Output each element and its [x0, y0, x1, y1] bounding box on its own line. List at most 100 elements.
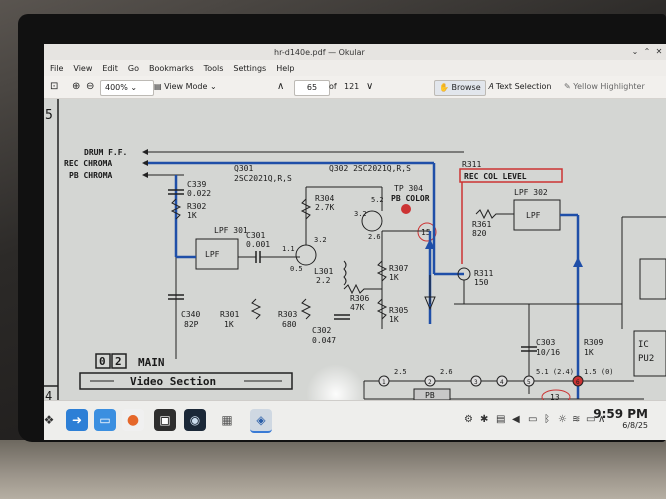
pin-6: 6 [576, 379, 580, 386]
close-icon[interactable]: ✕ [655, 47, 663, 56]
okular-icon[interactable]: ◈ [250, 409, 272, 433]
clock-time: 9:59 PM [593, 407, 648, 421]
menu-help[interactable]: Help [276, 63, 295, 73]
menu-go[interactable]: Go [127, 63, 139, 73]
c302-label: C302 [312, 326, 331, 335]
calculator-icon[interactable]: ▦ [221, 413, 233, 427]
zoom-select[interactable]: 400% ⌄ [100, 80, 154, 96]
title-bar: hr-d140e.pdf — Okular ⌄ ⌃ ✕ [44, 44, 666, 60]
q301-label: Q301 [234, 164, 253, 173]
l301-value: 2.2 [316, 276, 331, 285]
c301-label: C301 [246, 231, 265, 240]
menu-file[interactable]: File [50, 63, 64, 73]
tp304-sub: PB COLOR [391, 194, 430, 203]
menu-edit[interactable]: Edit [102, 63, 118, 73]
r361-value: 820 [472, 229, 487, 238]
r306-value: 47K [350, 303, 365, 312]
tray-expand-icon[interactable]: ∧ [598, 414, 606, 425]
pin-4: 4 [500, 379, 504, 386]
bluetooth-status-icon[interactable]: ᛒ [544, 414, 550, 425]
fabric-surface [0, 440, 666, 499]
wifi-icon[interactable]: ≋ [572, 414, 581, 425]
minimize-icon[interactable]: ⌄ [631, 47, 639, 56]
browse-button[interactable]: ✋ Browse [434, 80, 486, 96]
r311-label: R311 [462, 160, 481, 169]
l301-label: L301 [314, 267, 333, 276]
lpf301-label: LPF 301 [214, 226, 248, 235]
steam-icon[interactable]: ◉ [184, 409, 206, 431]
text-selection-button[interactable]: 𝐴 Text Selection [488, 82, 552, 91]
r304-label: R304 [315, 194, 334, 203]
zoom-in-icon[interactable]: ⊕ [72, 81, 81, 92]
bluetooth-icon[interactable]: ✱ [480, 414, 489, 425]
pin-voltage-1: 2.5 [394, 368, 407, 376]
firefox-icon[interactable]: ● [122, 409, 144, 431]
sidebar-toggle-icon[interactable]: ⊡ [50, 81, 59, 92]
browse-label: Browse [451, 83, 481, 92]
menu-bookmarks[interactable]: Bookmarks [148, 63, 194, 73]
device-icon[interactable]: ▭ [528, 414, 538, 425]
page-input[interactable]: 65 [294, 80, 330, 96]
previous-page-icon[interactable]: ∧ [277, 81, 285, 92]
video-section-label: Video Section [130, 375, 216, 388]
menu-tools[interactable]: Tools [203, 63, 224, 73]
pin-voltage-5: 5.1 (2.4) [536, 368, 574, 376]
v-5-2: 5.2 [371, 196, 384, 204]
v-3-2: 3.2 [314, 236, 327, 244]
menu-bar: File View Edit Go Bookmarks Tools Settin… [44, 60, 666, 76]
clipboard-icon[interactable]: ▤ [496, 414, 506, 425]
vr311-label: R311 [474, 269, 493, 278]
schematic-page: 5 4 DRUM F.F. REC CHROMA PB CHROMA C339 … [44, 99, 666, 400]
menu-view[interactable]: View [73, 63, 93, 73]
main-label: MAIN [138, 356, 165, 369]
r302-label: R302 [187, 202, 206, 211]
c340-label: C340 [181, 310, 200, 319]
document-view[interactable]: 5 4 DRUM F.F. REC CHROMA PB CHROMA C339 … [44, 99, 666, 400]
next-page-icon[interactable]: ∨ [366, 81, 374, 92]
signal-drum-ff: DRUM F.F. [84, 148, 127, 157]
q301-part: 2SC2021Q,R,S [234, 174, 292, 183]
highlighter-button[interactable]: ✎ Yellow Highlighter [564, 82, 645, 91]
view-mode-button[interactable]: ▤ View Mode ⌄ [154, 82, 217, 91]
rec-col-level: REC COL LEVEL [464, 172, 527, 181]
battery-icon[interactable]: ▭ [586, 414, 596, 425]
window-title: hr-d140e.pdf — Okular [274, 47, 365, 57]
c339-value: 0.022 [187, 189, 211, 198]
c339-label: C339 [187, 180, 206, 189]
circle-13: 13 [550, 393, 560, 400]
r307-label: R307 [389, 264, 408, 273]
pin-5: 5 [527, 379, 531, 386]
signal-rec-chroma: REC CHROMA [64, 159, 112, 168]
main-box-2: 2 [115, 355, 122, 368]
steam-tray-icon[interactable]: ⚙ [464, 414, 473, 425]
pin-2: 2 [428, 379, 432, 386]
pu-label: PU2 [638, 354, 654, 364]
r304-value: 2.7K [315, 203, 334, 212]
start-menu-icon[interactable]: ❖ [44, 413, 55, 427]
pin-3: 3 [474, 379, 478, 386]
terminal-icon[interactable]: ▣ [154, 409, 176, 431]
r303-value: 680 [282, 320, 297, 329]
brightness-icon[interactable]: ☼ [558, 414, 567, 425]
screen: hr-d140e.pdf — Okular ⌄ ⌃ ✕ File View Ed… [44, 44, 666, 440]
pin-voltage-6: 1.5 (0) [584, 368, 614, 376]
zoom-value: 400% [105, 83, 128, 92]
section-number-bottom: 4 [45, 389, 52, 400]
text-selection-label: Text Selection [495, 82, 552, 91]
c303-value: 10/16 [536, 348, 560, 357]
clock[interactable]: 9:59 PM 6/8/25 [593, 407, 648, 430]
tp304-label: TP 304 [394, 184, 423, 193]
menu-settings[interactable]: Settings [233, 63, 267, 73]
maximize-icon[interactable]: ⌃ [643, 47, 651, 56]
zoom-out-icon[interactable]: ⊖ [86, 81, 95, 92]
v-1-1: 1.1 [282, 245, 295, 253]
pb-box: PB [425, 391, 435, 400]
c302-value: 0.047 [312, 336, 336, 345]
file-manager-icon[interactable]: ▭ [94, 409, 116, 431]
discover-icon[interactable]: ➜ [66, 409, 88, 431]
section-number: 5 [45, 108, 53, 123]
c340-value: 82P [184, 320, 199, 329]
r302-value: 1K [187, 211, 197, 220]
volume-icon[interactable]: ◀ [512, 414, 520, 425]
r305-value: 1K [389, 315, 399, 324]
